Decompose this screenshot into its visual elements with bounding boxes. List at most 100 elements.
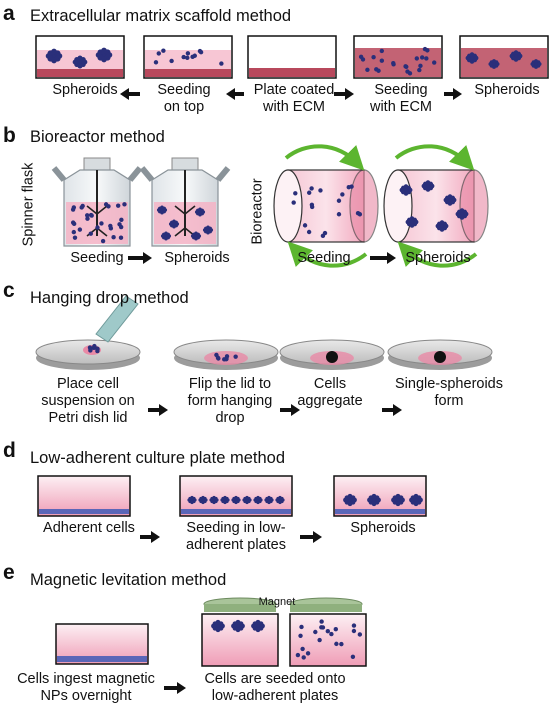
- cell: [357, 632, 363, 637]
- label-e-ingest-2: NPs overnight: [40, 688, 132, 704]
- spheroid-cell: [517, 53, 523, 59]
- spheroid-cell: [347, 501, 353, 507]
- spheroid-cell: [164, 236, 168, 241]
- panel-b-title: Bioreactor method: [30, 128, 165, 146]
- ecm-layer: [145, 69, 231, 77]
- spheroid-cell: [473, 55, 479, 61]
- spheroid-cell: [234, 495, 238, 500]
- cell: [306, 229, 312, 235]
- spheroid-cell: [439, 220, 445, 225]
- label-b-seeding-2: Seeding: [297, 250, 351, 266]
- spheroid-cell: [194, 210, 199, 214]
- label-c-step2-2: form hanging: [187, 393, 273, 409]
- spheroid-cell: [463, 211, 469, 217]
- cell: [320, 625, 326, 630]
- spheroid-cell: [237, 498, 241, 502]
- spheroid-cell: [209, 228, 214, 232]
- cell: [320, 233, 326, 239]
- cell: [360, 57, 366, 62]
- spheroid-cell: [255, 627, 261, 633]
- label-seeding-top-1: Seeding: [157, 82, 211, 98]
- cell: [419, 55, 425, 60]
- spheroid-cell: [101, 47, 107, 54]
- label-c-step2-1: Flip the lid to: [188, 376, 272, 392]
- spheroid-cell: [164, 231, 168, 236]
- spheroid-cell: [77, 55, 83, 61]
- arrow-d-1-head: [151, 531, 160, 543]
- spheroid-cell: [367, 497, 372, 503]
- spheroid-cell: [399, 187, 405, 193]
- arrow-a-1-head: [120, 88, 129, 100]
- arrow-a-3-head: [345, 88, 354, 100]
- label-c-step1-2: suspension on: [41, 393, 135, 409]
- cell: [404, 64, 409, 69]
- cell: [351, 628, 357, 634]
- spheroid-cell: [187, 498, 191, 502]
- spinner-flask-seeding-side-arms: [51, 166, 143, 182]
- label-d-seed-1: Seeding in low-: [186, 520, 286, 536]
- cell: [71, 221, 77, 227]
- label-seeding-top-2: on top: [163, 99, 205, 115]
- label-spinner-flask: Spinner flask: [20, 162, 37, 247]
- plate-d-seeding-cell-layer: [181, 509, 291, 514]
- spheroid-cell: [347, 493, 353, 499]
- cell: [299, 624, 304, 630]
- spheroid-cell: [209, 498, 213, 502]
- label-e-seeded-1: Cells are seeded onto: [204, 671, 346, 687]
- label-b-seeding-1: Seeding: [70, 250, 124, 266]
- cell: [325, 629, 331, 634]
- plate-d-adherent-cell-layer: [39, 509, 129, 514]
- spheroid-cell: [492, 65, 496, 69]
- spheroid-cell: [259, 498, 263, 502]
- spheroid-cell: [352, 497, 357, 503]
- label-c-step4-2: form: [434, 393, 464, 409]
- panel-a-title: Extracellular matrix scaffold method: [30, 7, 292, 25]
- cell: [84, 213, 90, 218]
- spheroid-cell: [439, 227, 445, 232]
- spheroid-cell: [235, 627, 241, 633]
- spheroid-cell: [206, 230, 210, 235]
- spheroid-cell: [211, 623, 216, 629]
- spheroid-cell: [201, 500, 205, 505]
- cell: [302, 223, 308, 228]
- spheroid-cell: [495, 62, 500, 66]
- cell: [118, 224, 124, 230]
- spheroid-cell: [220, 498, 224, 502]
- spheroid-cell: [198, 498, 202, 502]
- spheroid-cell: [160, 234, 165, 238]
- spheroid-cell: [443, 223, 449, 229]
- cell: [95, 225, 100, 230]
- spheroid-cell: [537, 62, 542, 66]
- panel-c-letter: c: [3, 279, 15, 302]
- plate-e-seeded: [289, 613, 367, 667]
- cell: [298, 633, 303, 638]
- spheroid-cell: [212, 495, 216, 500]
- cell: [108, 226, 114, 231]
- cell: [100, 238, 106, 244]
- spheroid-cell: [405, 219, 411, 225]
- label-seeding-ecm-1: Seeding: [374, 82, 428, 98]
- cell: [219, 61, 224, 66]
- cell: [198, 50, 204, 55]
- spheroid-cell: [400, 497, 405, 503]
- single-spheroid: [434, 351, 446, 363]
- cell: [161, 48, 166, 53]
- cell: [306, 190, 312, 195]
- label-spheroids-right: Spheroids: [474, 82, 540, 98]
- cell: [215, 355, 221, 360]
- spheroid-cell: [469, 59, 475, 64]
- spheroid-cell: [371, 493, 377, 499]
- spheroid-cell: [194, 231, 198, 236]
- cell: [79, 205, 84, 210]
- cell: [71, 205, 77, 210]
- spheroid-cell: [101, 56, 107, 63]
- cell: [355, 210, 361, 216]
- cell: [309, 186, 314, 191]
- cell: [309, 202, 315, 207]
- cell: [99, 221, 104, 226]
- bioreactor-spheroids-back: [459, 169, 489, 243]
- spheroid-cell: [435, 223, 441, 229]
- spheroid-cell: [376, 497, 381, 503]
- spinner-flask-seeding-cap: [83, 157, 111, 171]
- ecm-layer: [37, 69, 123, 77]
